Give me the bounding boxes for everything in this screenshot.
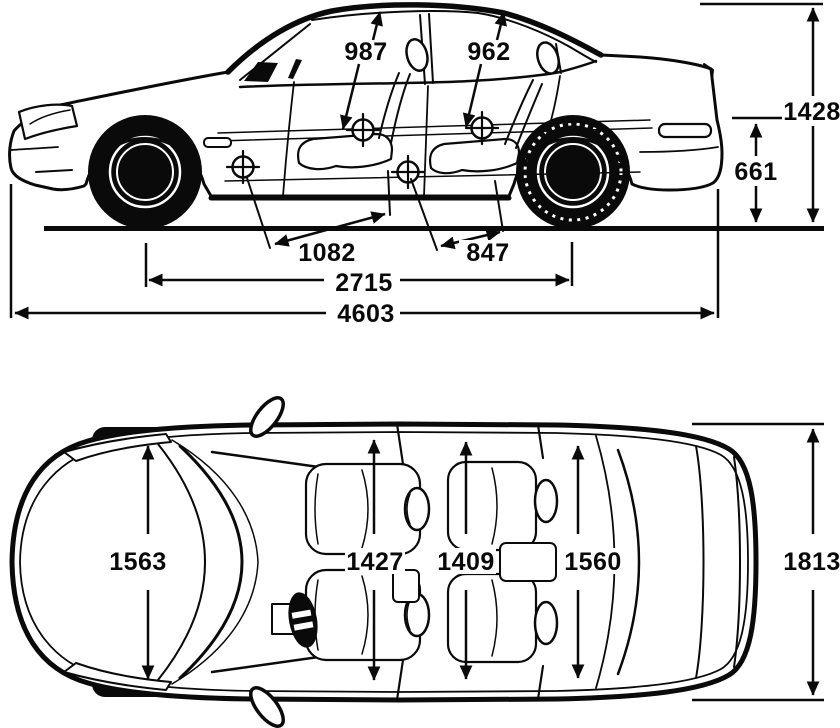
roofline (225, 2, 604, 75)
rear-seat-right (446, 572, 538, 664)
dim-rear-track-label: 1560 (564, 548, 622, 576)
dim-overall-height-label: 1428 (783, 98, 840, 126)
dim-rear-track: 1560 (563, 445, 625, 679)
h-point-marker (464, 110, 500, 146)
h-point-marker (345, 112, 381, 148)
front-door-seam (282, 81, 295, 197)
front-wheel-side (88, 115, 202, 229)
rear-headrest-right (533, 600, 559, 646)
front-seat-side (296, 38, 429, 171)
dim-rear-bumper-height-label: 661 (734, 158, 777, 186)
dim-rear-bumper-height: 661 (731, 116, 782, 223)
dim-overall-length-label: 4603 (337, 300, 395, 328)
dim-rear-headroom-label: 962 (467, 38, 510, 66)
dim-front-interior-width-label: 1427 (346, 548, 404, 576)
front-headrest (405, 38, 429, 72)
door-seams-top (395, 422, 545, 466)
rear-door-seam (527, 75, 561, 177)
dim-front-track-label: 1563 (109, 548, 167, 576)
dim-front-track: 1563 (108, 445, 168, 680)
rear-bumper-crease (639, 146, 719, 153)
dim-front-headroom: 987 (340, 11, 387, 130)
a-pillar-base (288, 59, 302, 79)
headlight-top-left (63, 433, 172, 462)
rear-window-arc (616, 448, 641, 676)
dim-front-legroom-label: 1082 (298, 239, 356, 267)
dim-front-headroom-label: 987 (344, 38, 387, 66)
front-seat-cushion (296, 132, 394, 171)
headlight-inner-line (29, 109, 71, 125)
dim-overall-length: 4603 (9, 184, 720, 328)
fender-marker (203, 137, 232, 148)
dim-front-legroom: 1082 (246, 170, 391, 267)
dim-overall-height: 1428 (700, 2, 840, 223)
h-point-markers (225, 110, 500, 190)
cowl-arc (157, 443, 206, 681)
h-point-marker (390, 154, 426, 190)
headlight-top-right (63, 662, 172, 691)
dim-rear-legroom-label: 847 (466, 239, 509, 267)
bumper-crease (10, 146, 59, 151)
front-seats-plan (304, 462, 431, 662)
beltline (238, 59, 598, 89)
dim-wheelbase-label: 2715 (335, 269, 393, 297)
rear-bumper-seam (733, 456, 741, 668)
center-console (392, 569, 420, 603)
side-view: 987 962 1428 661 1082 (8, 2, 840, 328)
top-view: 1563 1427 1409 1560 1813 (9, 396, 840, 728)
steering-wheel (271, 592, 318, 648)
windshield-arc (178, 444, 244, 680)
side-mirror (244, 62, 278, 82)
rear-headrest (536, 41, 560, 75)
dim-rear-headroom: 962 (462, 11, 510, 128)
dim-overall-width: 1813 (692, 422, 840, 702)
taillight (657, 122, 713, 139)
dim-wheelbase: 2715 (144, 242, 574, 297)
rear-headrest-left (533, 478, 559, 524)
dim-front-interior-width: 1427 (345, 439, 405, 681)
rear-seat-side (428, 41, 560, 175)
ground-line (44, 226, 824, 231)
body-crease-upper (217, 119, 651, 134)
hood-crease (171, 439, 259, 685)
left-mirror-top (249, 396, 285, 438)
body-crease-mid (217, 127, 653, 142)
driver-seat (304, 462, 422, 556)
h-point-marker (225, 149, 261, 185)
dim-rear-interior-width-label: 1409 (437, 548, 495, 576)
dim-rear-legroom: 847 (410, 178, 517, 267)
trunk-seam (695, 445, 705, 679)
rear-armrest (499, 542, 557, 582)
door-split-seam (423, 85, 429, 197)
body-crease-lower (224, 171, 641, 182)
dim-overall-width-label: 1813 (783, 548, 840, 576)
trunk-lip (703, 63, 714, 80)
rear-seat-back (504, 79, 543, 149)
driver-headrest (403, 486, 431, 532)
rear-seats-plan (446, 460, 559, 664)
rear-seat-cushion (428, 137, 521, 175)
front-seat-back (378, 72, 411, 144)
front-air-intake (35, 169, 73, 173)
headlight (17, 103, 79, 141)
rear-seat-left (446, 460, 538, 552)
right-mirror-bottom (249, 686, 285, 728)
body-silhouette (8, 53, 724, 198)
door-seams-bottom (395, 658, 545, 702)
dim-rear-interior-width: 1409 (436, 441, 496, 680)
